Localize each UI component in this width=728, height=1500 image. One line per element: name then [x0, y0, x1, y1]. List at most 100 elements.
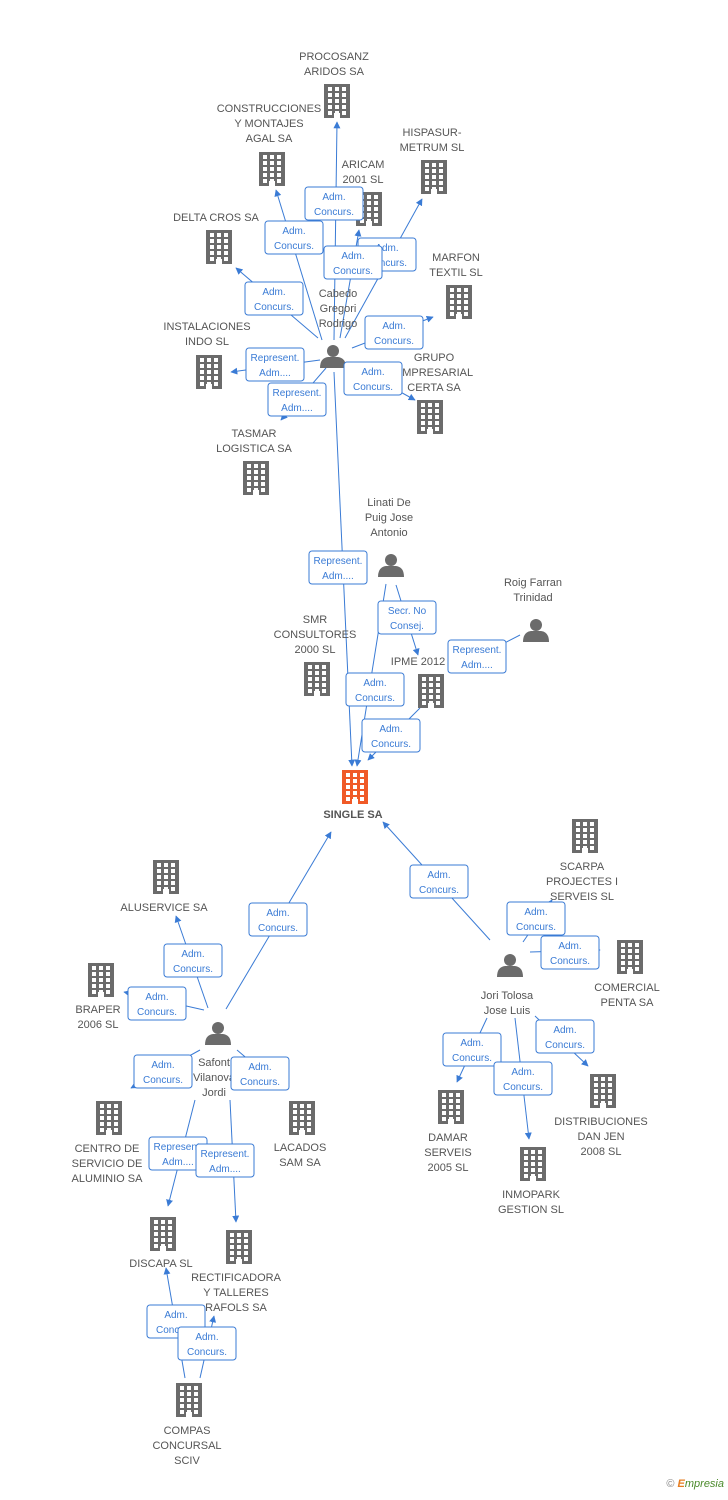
- edge-label-text: Concurs.: [274, 241, 314, 252]
- brand-logo-name: mpresia: [684, 1478, 724, 1490]
- edge-label-box[interactable]: Adm.Concurs.: [177, 1326, 237, 1361]
- edge-label-box[interactable]: Adm.Concurs.: [343, 361, 403, 396]
- edge-label-box[interactable]: Represent.Adm....: [447, 639, 507, 674]
- node-label: COMERCIAL: [594, 982, 659, 994]
- node-label: Trinidad: [513, 592, 552, 604]
- edge-label-text: Concurs.: [374, 336, 414, 347]
- edge-label-box[interactable]: Adm.Concurs.: [361, 718, 421, 753]
- edge-label-box[interactable]: Adm.Concurs.: [442, 1032, 502, 1067]
- node-label: Puig Jose: [365, 512, 413, 524]
- node-label: AGAL SA: [246, 133, 293, 145]
- edge-label-text: Concurs.: [137, 1007, 177, 1018]
- node-label: 2000 SL: [295, 644, 336, 656]
- node-label: Antonio: [370, 527, 407, 539]
- person-icon: [320, 345, 346, 368]
- node-label: PENTA SA: [601, 997, 655, 1009]
- edge-label-box[interactable]: Adm.Concurs.: [127, 986, 187, 1021]
- edge-label-box[interactable]: Adm.Concurs.: [264, 220, 324, 255]
- node-label: PROCOSANZ: [299, 51, 369, 63]
- edge-label-text: Represent.: [453, 645, 502, 656]
- edge-label-box[interactable]: Represent. Adm....: [267, 382, 327, 417]
- building-icon: [196, 355, 222, 389]
- edge-label-text: Concurs.: [173, 964, 213, 975]
- node-label: DELTA CROS SA: [173, 212, 259, 224]
- edge-label-box[interactable]: Adm.Concurs.: [540, 935, 600, 970]
- node-hispasur[interactable]: HISPASUR-METRUM SL: [400, 127, 465, 194]
- edge-label-box[interactable]: Adm.Concurs.: [409, 864, 469, 899]
- edge-label-box[interactable]: Represent.Adm....: [308, 550, 368, 585]
- node-label: COMPAS: [164, 1425, 211, 1437]
- edge-label-box[interactable]: Represent.Adm....: [195, 1143, 255, 1178]
- node-label: PROJECTES I: [546, 876, 618, 888]
- node-label: 2005 SL: [428, 1162, 469, 1174]
- node-label: SMR: [303, 614, 328, 626]
- node-label: INDO SL: [185, 336, 229, 348]
- node-discapa[interactable]: DISCAPA SL: [129, 1217, 193, 1270]
- edge-label-text: Concurs.: [143, 1075, 183, 1086]
- edge-label-box[interactable]: Adm.Concurs.: [535, 1019, 595, 1054]
- node-label: MARFON: [432, 252, 480, 264]
- edge-label-text: Concurs.: [419, 885, 459, 896]
- node-label: Jordi: [202, 1087, 226, 1099]
- edge-label-box[interactable]: Adm.Concurs.: [163, 943, 223, 978]
- edge-label-text: Represent.: [251, 353, 300, 364]
- edge-label-box[interactable]: Adm.Concurs.: [323, 245, 383, 280]
- edge-label-text: Adm....: [281, 403, 313, 414]
- edge-label-box[interactable]: Adm.Concurs.: [506, 901, 566, 936]
- edge-label-text: Concurs.: [367, 258, 407, 269]
- person-icon: [205, 1022, 231, 1045]
- node-comercial[interactable]: COMERCIAL PENTA SA: [594, 940, 660, 1009]
- edge-label-box[interactable]: Adm.Concurs.: [493, 1061, 553, 1096]
- building-icon: [243, 461, 269, 495]
- node-label: METRUM SL: [400, 142, 465, 154]
- edge-label-box[interactable]: Adm.Concurs.: [304, 186, 364, 221]
- person-icon: [523, 619, 549, 642]
- building-icon: [150, 1217, 176, 1251]
- node-deltacros[interactable]: DELTA CROS SA: [173, 212, 260, 264]
- edge-label-box[interactable]: Represent.Adm....: [245, 347, 305, 382]
- node-label: RECTIFICADORA: [191, 1272, 282, 1284]
- node-label: Vilanova: [193, 1072, 236, 1084]
- edge-label-box[interactable]: Adm.Concurs.: [133, 1054, 193, 1089]
- building-icon: [446, 285, 472, 319]
- edge-label-text: Concurs.: [314, 207, 354, 218]
- node-ipme[interactable]: IPME 2012: [391, 656, 445, 708]
- edge-label-text: Concurs.: [333, 266, 373, 277]
- edge-label-box[interactable]: Adm.Concurs.: [345, 672, 405, 707]
- edge-label-box[interactable]: Adm.Concurs.: [230, 1056, 290, 1091]
- node-aluservice[interactable]: ALUSERVICE SA: [120, 860, 208, 914]
- building-icon: [572, 819, 598, 853]
- edge-label-box[interactable]: Adm.Concurs.: [248, 902, 308, 937]
- edge-label-box[interactable]: Adm.Concurs.: [364, 315, 424, 350]
- node-label: GRUPO: [414, 352, 455, 364]
- edge-label-text: Represent.: [273, 388, 322, 399]
- edge-label-box[interactable]: Adm.Concurs.: [244, 281, 304, 316]
- node-label: 2006 SL: [78, 1019, 119, 1031]
- node-single[interactable]: SINGLE SA: [323, 770, 383, 821]
- building-icon: [417, 400, 443, 434]
- node-label: ALUMINIO SA: [72, 1173, 144, 1185]
